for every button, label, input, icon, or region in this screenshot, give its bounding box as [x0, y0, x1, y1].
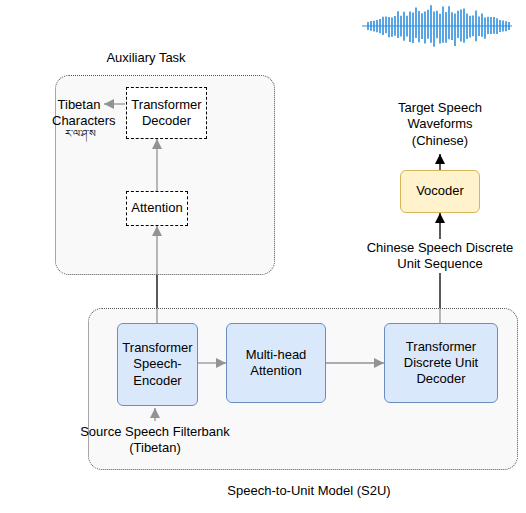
waveform-baseline	[362, 25, 512, 26]
waveform-stroke	[418, 11, 420, 42]
waveform-stroke	[436, 11, 438, 39]
waveform-stroke	[487, 17, 489, 34]
waveform-stroke	[397, 11, 399, 38]
process-box: Transformer Speech-Encoder	[117, 323, 198, 406]
region-heading: Speech-to-Unit Model (S2U)	[179, 483, 439, 499]
box-text: Transformer Decoder	[131, 97, 202, 130]
waveform-stroke	[448, 6, 450, 39]
waveform-stroke	[415, 7, 417, 38]
box-text: Attention	[131, 200, 182, 216]
waveform-stroke	[412, 12, 414, 43]
waveform-stroke	[391, 17, 393, 36]
waveform-stroke	[445, 12, 447, 43]
box-text: Vocoder	[416, 183, 464, 199]
box-text: Multi-head Attention	[231, 347, 321, 380]
waveform-stroke	[469, 16, 471, 38]
process-box: Attention	[126, 191, 188, 226]
output-label: Target Speech Waveforms (Chinese)	[385, 100, 495, 149]
waveform-stroke	[409, 11, 411, 42]
vocoder-box: Vocoder	[400, 170, 480, 213]
process-box: Transformer Decoder	[126, 87, 207, 139]
waveform-stroke	[457, 11, 459, 38]
waveform-illustration	[362, 5, 512, 47]
box-text: Transformer Speech-Encoder	[122, 340, 193, 389]
waveform-stroke	[427, 10, 429, 39]
box-text: Transformer Discrete Unit Decoder	[389, 339, 493, 388]
waveform-stroke	[454, 14, 456, 47]
waveform-stroke	[481, 14, 483, 37]
process-box: Multi-head Attention	[226, 323, 326, 403]
waveform-stroke	[385, 16, 387, 33]
script-sample: ར་ལ་ཤ་ས	[55, 128, 105, 141]
output-arrow	[439, 154, 440, 170]
waveform-stroke	[442, 6, 444, 42]
input-label: Source Speech Filterbank (Tibetan)	[78, 424, 232, 457]
output-label: Tibetan Characters	[52, 97, 106, 130]
waveform-stroke	[424, 11, 426, 43]
waveform-stroke	[430, 5, 432, 43]
waveform-stroke	[493, 17, 495, 34]
waveform-stroke	[484, 18, 486, 39]
region-heading: Auxiliary Task	[86, 50, 206, 66]
waveform-stroke	[433, 12, 435, 47]
waveform-stroke	[388, 17, 390, 37]
process-box: Transformer Discrete Unit Decoder	[384, 323, 498, 403]
connector-label: Chinese Speech Discrete Unit Sequence	[362, 239, 518, 274]
waveform-stroke	[439, 14, 441, 44]
